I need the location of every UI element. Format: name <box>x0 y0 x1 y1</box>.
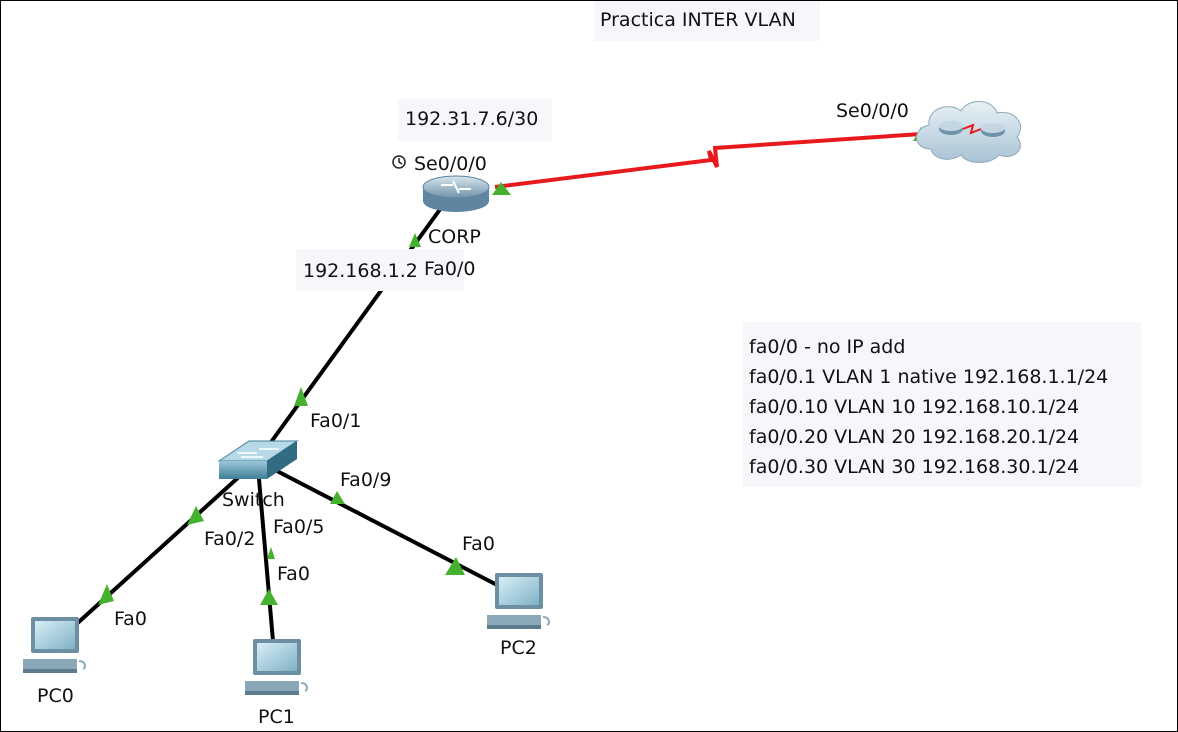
port-up-icon <box>445 557 465 575</box>
pc1-label: PC1 <box>258 706 295 728</box>
pc1-port-label: Fa0 <box>277 563 310 585</box>
switch-icon[interactable] <box>217 440 299 479</box>
pc2-icon[interactable] <box>487 573 551 629</box>
port-up-icon <box>267 547 275 559</box>
vlan-info-note: fa0/0 - no IP add fa0/0.1 VLAN 1 native … <box>743 322 1141 487</box>
router-label: CORP <box>428 226 481 248</box>
lan-ip-note: 192.168.1.2 <box>296 249 464 291</box>
router-serial-port-label: Se0/0/0 <box>414 153 487 175</box>
switch-pc1-link[interactable] <box>257 478 275 642</box>
info-line: fa0/0.20 VLAN 20 192.168.20.1/24 <box>749 426 1080 448</box>
pc2-label: PC2 <box>500 637 537 659</box>
serial-link[interactable] <box>494 132 922 189</box>
diagram-title: Practica INTER VLAN <box>600 9 796 31</box>
info-line: fa0/0.1 VLAN 1 native 192.168.1.1/24 <box>749 366 1109 388</box>
port-up-icon <box>294 387 308 406</box>
info-line: fa0/0.30 VLAN 30 192.168.30.1/24 <box>749 456 1080 478</box>
switch-pc0-port-label: Fa0/2 <box>204 528 256 550</box>
switch-uplink-port-label: Fa0/1 <box>310 410 362 432</box>
cloud-icon[interactable] <box>916 101 1022 163</box>
port-up-icon <box>492 182 511 195</box>
port-up-icon <box>187 506 204 525</box>
pc1-icon[interactable] <box>245 639 309 695</box>
pc2-port-label: Fa0 <box>462 533 495 555</box>
clock-icon <box>392 155 406 169</box>
port-up-icon <box>260 589 278 605</box>
port-up-icon <box>330 491 345 504</box>
router-icon[interactable] <box>422 175 490 212</box>
pc0-label: PC0 <box>37 685 74 707</box>
router-fa-port-label: Fa0/0 <box>424 258 476 280</box>
cloud-serial-port-label: Se0/0/0 <box>836 100 909 122</box>
pc0-icon[interactable] <box>23 617 87 673</box>
lan-ip-text: 192.168.1.2 <box>303 260 418 282</box>
switch-label: Switch <box>222 489 285 511</box>
switch-pc2-port-label: Fa0/9 <box>340 469 392 491</box>
pc0-port-label: Fa0 <box>114 608 147 630</box>
switch-pc2-link[interactable] <box>276 469 500 588</box>
wan-ip-note: 192.31.7.6/30 <box>398 99 552 141</box>
info-line: fa0/0.10 VLAN 10 192.168.10.1/24 <box>749 396 1080 418</box>
port-indicators <box>98 127 929 605</box>
info-line: fa0/0 - no IP add <box>749 336 906 358</box>
wan-ip-text: 192.31.7.6/30 <box>405 108 539 130</box>
port-up-icon <box>98 584 114 605</box>
router-switch-link[interactable] <box>264 206 443 451</box>
switch-pc1-port-label: Fa0/5 <box>273 516 325 538</box>
port-up-icon <box>409 233 421 247</box>
diagram-title-note: Practica INTER VLAN <box>594 1 820 41</box>
switch-pc0-link[interactable] <box>69 473 243 631</box>
